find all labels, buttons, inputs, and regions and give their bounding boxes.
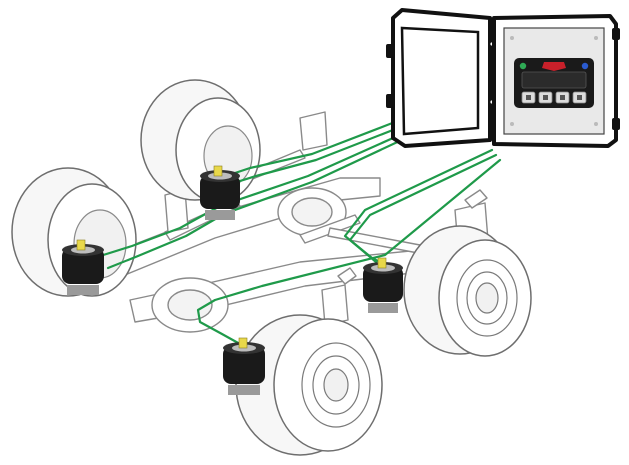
air-line-front-left (98, 132, 404, 258)
air-fitting-icon (213, 165, 223, 177)
wheel-rear-right (403, 225, 532, 357)
air-gauge-controller (514, 58, 594, 108)
air-line-rear-left (196, 158, 502, 346)
gauge-lcd (521, 71, 587, 89)
gauge-button-glyph-4 (577, 95, 582, 100)
brand-logo-icon (542, 62, 566, 71)
gauge-button-glyph-2 (543, 95, 548, 100)
air-lines (98, 120, 502, 346)
gauge-button-glyph-3 (560, 95, 565, 100)
blue-led-icon (581, 62, 589, 70)
air-fitting-icon (76, 239, 86, 251)
air-fitting-icon (238, 337, 248, 349)
air-bag-front-left (62, 239, 104, 295)
gauge-button-glyph-1 (526, 95, 531, 100)
air-fitting-icon (377, 257, 387, 269)
door-latch-bottom (386, 94, 394, 108)
control-enclosure (386, 8, 620, 148)
door-latch-top (386, 44, 394, 58)
bracket-rear-left (321, 284, 349, 326)
wheel-rear-left (235, 314, 383, 456)
green-led-icon (519, 62, 527, 70)
gauge-button-row (521, 91, 587, 104)
air-bag-front-right (200, 165, 240, 220)
bracket-front-right (299, 111, 328, 151)
air-bag-rear-right (363, 257, 403, 313)
air-bag-rear-left (223, 337, 265, 395)
air-line-rear-right (343, 148, 494, 264)
